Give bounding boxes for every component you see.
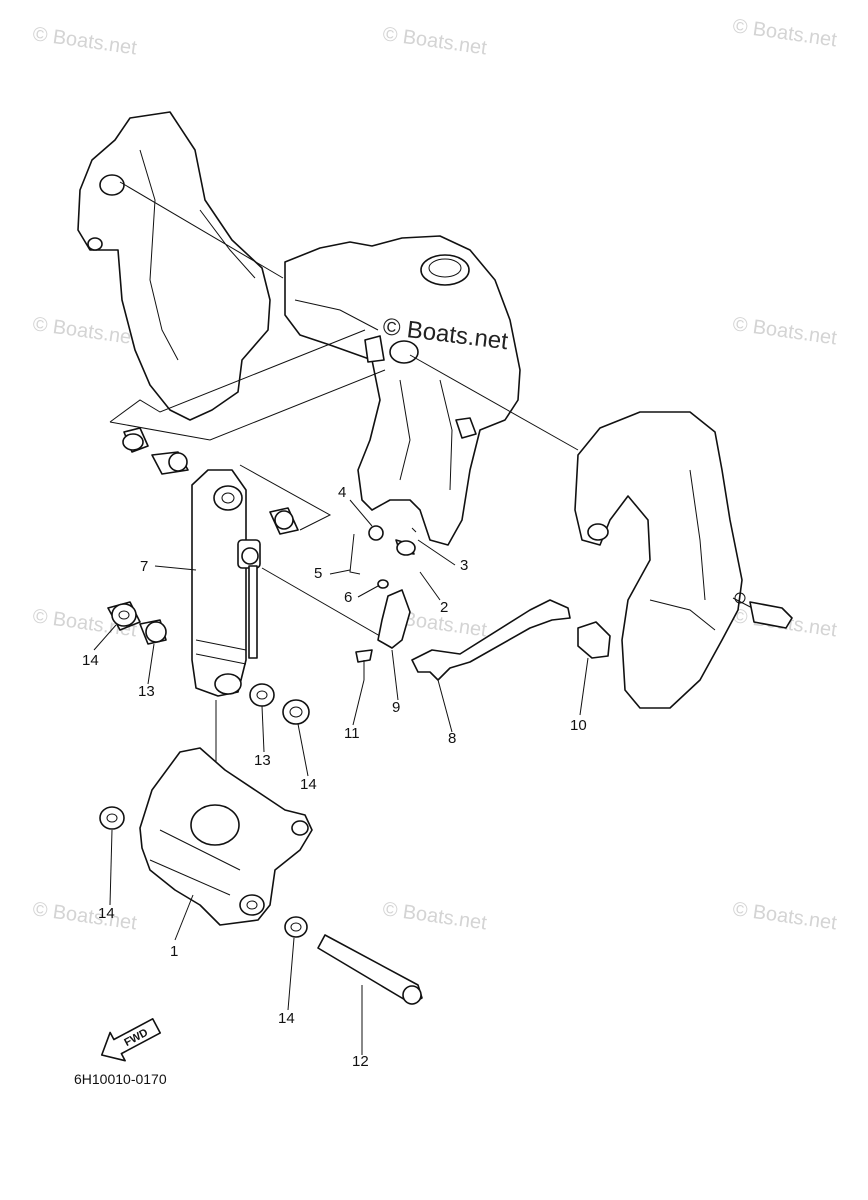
- left-bushings: [107, 601, 167, 645]
- shaft: [317, 934, 423, 1005]
- callout-8: 8: [448, 730, 456, 747]
- watermark: © Boats.net: [731, 898, 838, 934]
- callout-14: 14: [278, 1010, 295, 1027]
- left-clamp-bracket: [77, 111, 271, 421]
- callout-14: 14: [82, 652, 99, 669]
- small-hardware: [349, 525, 417, 680]
- callout-9: 9: [392, 699, 400, 716]
- callout-5: 5: [314, 565, 322, 582]
- fwd-arrow: FWD: [100, 1018, 162, 1062]
- assembly-guide-lines: [109, 181, 761, 830]
- watermark: © Boats.net: [31, 313, 138, 349]
- tilt-cylinder: [191, 469, 261, 697]
- callout-14: 14: [300, 776, 317, 793]
- callout-6: 6: [344, 589, 352, 606]
- callout-13: 13: [254, 752, 271, 769]
- callout-10: 10: [570, 717, 587, 734]
- callout-12: 12: [352, 1053, 369, 1070]
- callout-labels: 1 2 3 4 5 6 7 8 9 10 11 12 13 13 14 14 1…: [82, 484, 587, 1070]
- callout-13: 13: [138, 683, 155, 700]
- lower-bracket: [139, 747, 313, 926]
- lower-bushings: [99, 806, 308, 938]
- callout-4: 4: [338, 484, 346, 501]
- callout-3: 3: [460, 557, 468, 574]
- callout-11: 11: [344, 725, 360, 742]
- watermark: © Boats.net: [31, 898, 138, 934]
- callout-7: 7: [140, 558, 148, 575]
- callout-1: 1: [170, 943, 178, 960]
- middle-bushings: [249, 683, 310, 725]
- watermark: © Boats.net: [381, 898, 488, 934]
- callout-14: 14: [98, 905, 115, 922]
- watermark: © Boats.net: [731, 15, 838, 51]
- upper-collars: [122, 427, 299, 535]
- diagram-code: 6H10010-0170: [74, 1071, 167, 1087]
- lever-cap: [577, 621, 611, 659]
- right-clamp-bracket: [574, 411, 743, 709]
- bolt: [734, 592, 793, 629]
- callout-2: 2: [440, 599, 448, 616]
- watermark: © Boats.net: [731, 313, 838, 349]
- tilt-lever: [411, 599, 571, 681]
- swivel-bracket: [284, 235, 521, 546]
- watermark: © Boats.net: [31, 23, 138, 59]
- callout-leaders: [93, 499, 589, 1055]
- watermark: © Boats.net: [381, 23, 488, 59]
